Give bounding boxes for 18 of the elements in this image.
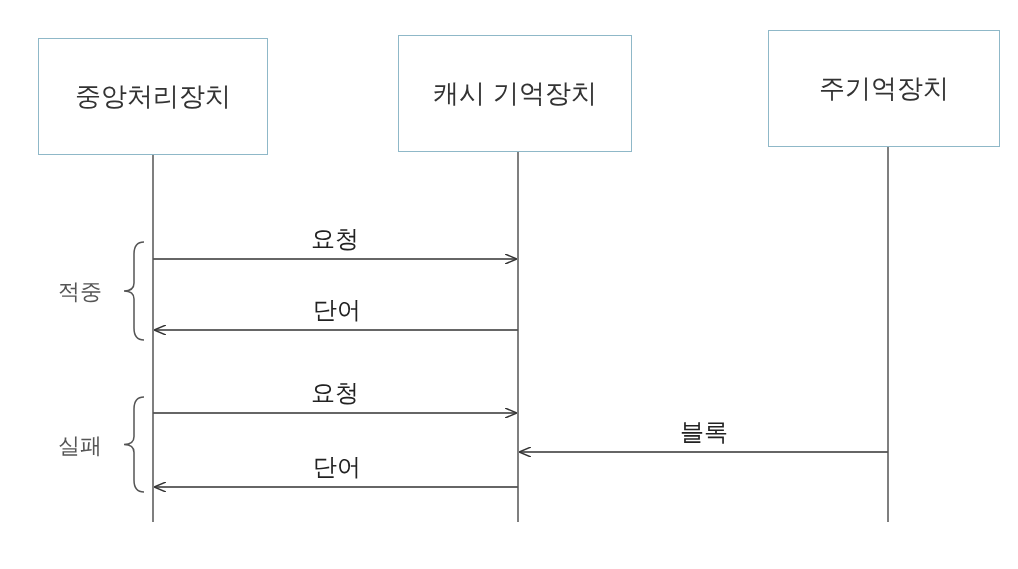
message-arrow (153, 324, 519, 336)
sequence-participant (768, 30, 1000, 522)
message-arrow (153, 481, 519, 493)
message-label: 요청 (310, 378, 359, 409)
sequence-participant (398, 35, 632, 522)
participant-name: 중앙처리장치 (75, 80, 231, 113)
message-label: 단어 (312, 452, 361, 483)
participant-name: 주기억장치 (819, 72, 949, 105)
participant-name: 캐시 기억장치 (432, 77, 598, 110)
message-arrow (152, 407, 518, 419)
message-label: 단어 (312, 295, 361, 326)
bracket-label: 적중 (58, 278, 102, 306)
sequence-participant (38, 38, 268, 522)
message-label: 요청 (310, 224, 359, 255)
message-arrow (152, 253, 518, 265)
bracket-label: 실패 (58, 431, 102, 460)
message-label: 블록 (680, 417, 728, 448)
message-arrow (518, 446, 889, 458)
